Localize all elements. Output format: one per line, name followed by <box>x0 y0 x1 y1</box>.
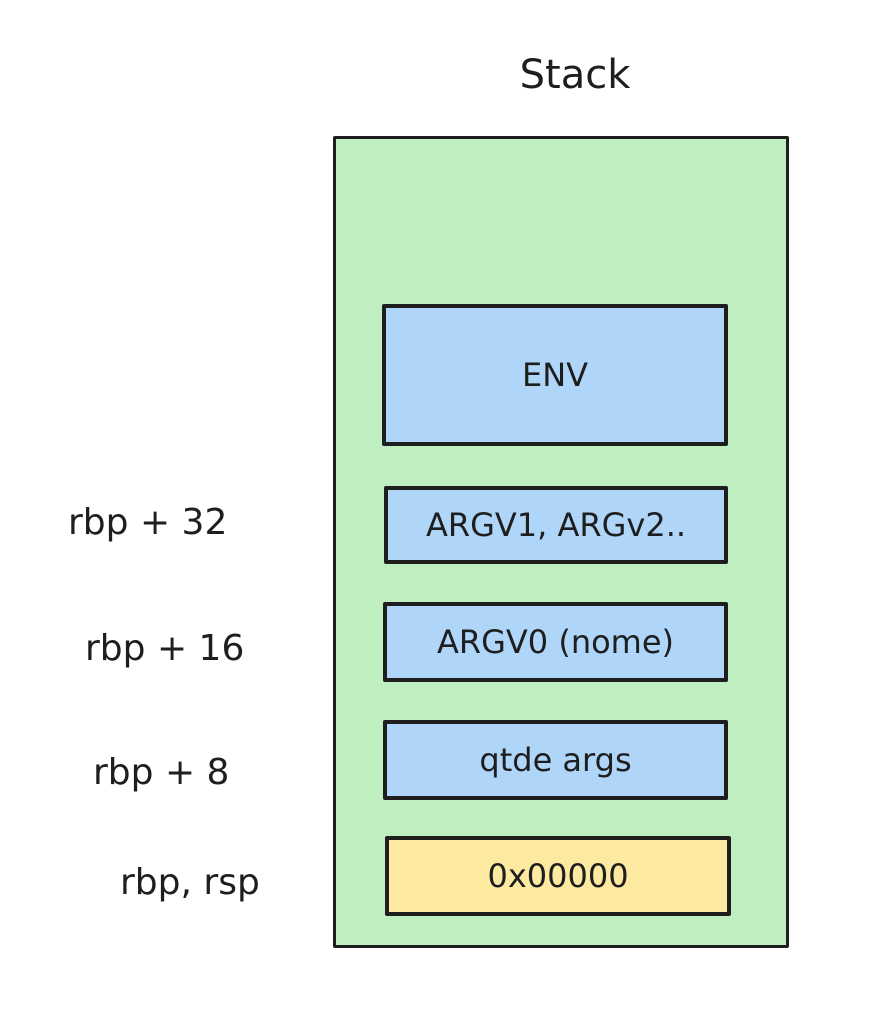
label-rbp-plus-32: rbp + 32 <box>68 502 228 543</box>
stack-cell-null: 0x00000 <box>385 836 731 916</box>
label-rbp-plus-16: rbp + 16 <box>85 628 245 669</box>
stack-cell-argc: qtde args <box>383 720 728 800</box>
label-rbp-rsp: rbp, rsp <box>120 862 260 903</box>
label-rbp-plus-8: rbp + 8 <box>93 752 230 793</box>
stack-cell-argv-rest: ARGV1, ARGv2.. <box>384 486 728 564</box>
stack-cell-env: ENV <box>382 304 728 446</box>
stack-cell-argv0: ARGV0 (nome) <box>383 602 728 682</box>
stack-title: Stack <box>519 52 631 98</box>
